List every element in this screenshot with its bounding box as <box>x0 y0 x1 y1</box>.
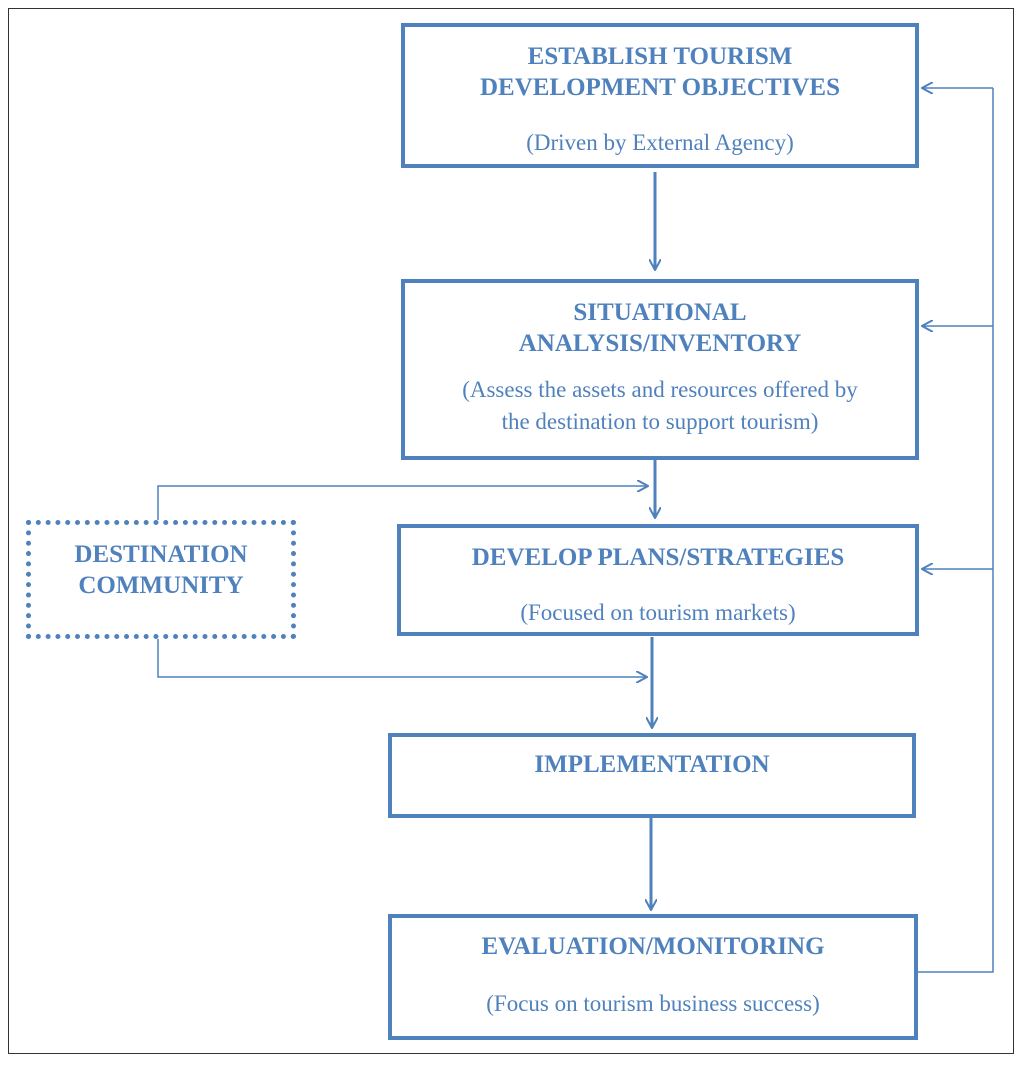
plans-title: DEVELOP PLANS/STRATEGIES <box>471 544 845 571</box>
analysis-subtitle: (Assess the assets and resources offered… <box>462 377 858 434</box>
evaluation-box: EVALUATION/MONITORING (Focus on tourism … <box>388 914 918 1040</box>
analysis-title: SITUATIONAL ANALYSIS/INVENTORY <box>518 299 802 357</box>
evaluation-subtitle: (Focus on tourism business success) <box>486 991 820 1016</box>
destination-community-box: DESTINATION COMMUNITY <box>26 520 296 639</box>
destination-community-title: DESTINATION COMMUNITY <box>74 541 248 599</box>
plans-subtitle: (Focused on tourism markets) <box>520 600 796 625</box>
implementation-title: IMPLEMENTATION <box>534 751 770 778</box>
objectives-subtitle: (Driven by External Agency) <box>526 130 794 155</box>
evaluation-title: EVALUATION/MONITORING <box>481 933 825 960</box>
feedback-loop-line <box>918 88 994 973</box>
objectives-title: ESTABLISH TOURISM DEVELOPMENT OBJECTIVES <box>479 43 841 101</box>
community-arrow-to-implementation <box>157 638 647 677</box>
objectives-box: ESTABLISH TOURISM DEVELOPMENT OBJECTIVES… <box>401 23 919 168</box>
plans-box: DEVELOP PLANS/STRATEGIES (Focused on tou… <box>397 524 919 636</box>
figure-frame <box>8 8 1014 1054</box>
implementation-box: IMPLEMENTATION <box>388 733 916 818</box>
community-arrow-to-plans <box>157 486 648 520</box>
analysis-box: SITUATIONAL ANALYSIS/INVENTORY (Assess t… <box>401 279 919 460</box>
